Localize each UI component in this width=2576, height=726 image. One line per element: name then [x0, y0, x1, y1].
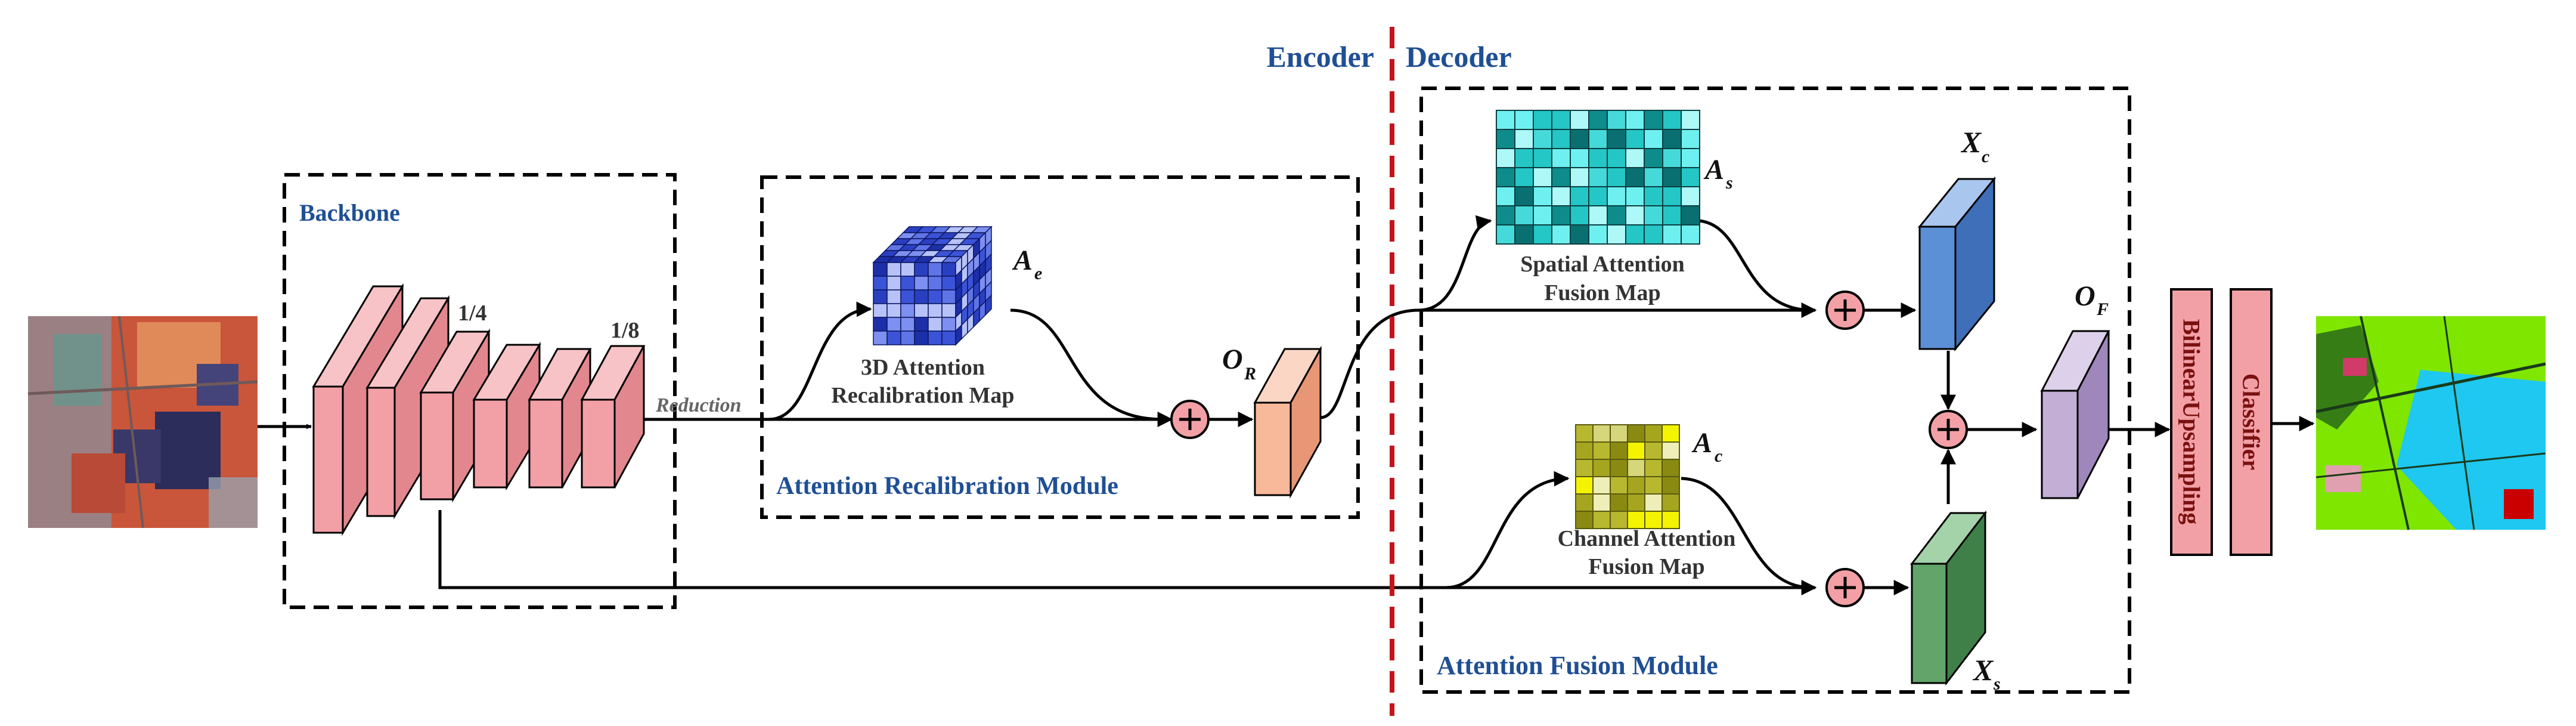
classifier-block: Classifier [2230, 288, 2273, 556]
svg-text:O: O [2075, 280, 2095, 312]
channel-label-line1: Channel Attention [1558, 526, 1736, 551]
fusion-sum-icon [1929, 410, 1968, 449]
svg-text:A: A [1012, 245, 1033, 276]
input-image [27, 316, 258, 529]
svg-text:e: e [1034, 264, 1042, 283]
arm-sum-icon [1170, 400, 1210, 439]
svg-text:X: X [1972, 653, 1994, 687]
channel-attention-grid [1575, 424, 1680, 529]
spatial-branch-up [1418, 215, 1492, 312]
svg-text:s: s [1725, 173, 1733, 193]
upsampling-block: BilinearUpsampling [2170, 288, 2213, 556]
attention-recalibration-cube [872, 225, 993, 346]
channel-label-line2: Fusion Map [1588, 554, 1704, 579]
of-feature-block [2040, 330, 2110, 499]
spatial-label-line1: Spatial Attention [1520, 252, 1685, 277]
symbol-xs: X s [1972, 653, 2001, 694]
spatial-branch-down [1698, 219, 1813, 312]
classifier-label: Classifier [2238, 373, 2265, 470]
svg-text:c: c [1982, 147, 1989, 166]
spatial-attention-grid [1496, 110, 1700, 245]
upsampling-label: BilinearUpsampling [2178, 319, 2205, 525]
spatial-sum-icon [1825, 291, 1865, 330]
svg-text:O: O [1222, 344, 1243, 375]
symbol-as: A s [1703, 154, 1733, 193]
decoder-label: Decoder [1406, 40, 1512, 73]
svg-text:F: F [2096, 299, 2109, 319]
afm-label: Attention Fusion Module [1437, 651, 1718, 680]
scale-quarter-label: 1/4 [458, 301, 487, 326]
channel-sum-icon [1825, 568, 1865, 607]
symbol-ac: A c [1691, 427, 1722, 466]
svg-text:A: A [1703, 154, 1724, 186]
channel-branch-up [1445, 471, 1570, 589]
backbone-block-3 [419, 328, 491, 503]
xs-feature-block [1909, 510, 1988, 686]
map3d-label-line2: Recalibration Map [831, 383, 1014, 408]
svg-text:A: A [1691, 427, 1712, 459]
arm-box [760, 175, 1360, 519]
output-segmentation-map [2315, 316, 2546, 530]
afm-box [1419, 86, 2131, 694]
backbone-block-5 [528, 348, 592, 489]
scale-eighth-label: 1/8 [610, 318, 640, 343]
svg-text:c: c [1715, 446, 1722, 466]
arm-label: Attention Recalibration Module [776, 472, 1118, 500]
arm-branch-up [768, 301, 872, 421]
symbol-or: O R [1222, 344, 1256, 384]
backbone-blocks [312, 283, 646, 536]
symbol-of: O F [2075, 280, 2109, 319]
channel-branch-down [1681, 477, 1813, 589]
backbone-block-4 [472, 341, 541, 491]
skip-connection-line [438, 510, 1446, 589]
backbone-block-6 [580, 345, 646, 489]
svg-text:X: X [1960, 125, 1982, 159]
arm-branch-down [1010, 308, 1163, 421]
backbone-box [283, 173, 677, 609]
svg-text:R: R [1244, 364, 1256, 384]
reduction-label: Reduction [655, 394, 742, 416]
symbol-ae: A e [1012, 245, 1042, 283]
svg-text:s: s [1993, 674, 2001, 694]
xc-feature-block [1917, 176, 1997, 352]
or-feature-block [1253, 345, 1322, 499]
backbone-label: Backbone [299, 199, 400, 226]
spatial-label-line2: Fusion Map [1544, 280, 1660, 305]
map3d-label-line1: 3D Attention [861, 355, 985, 380]
symbol-xc: X c [1960, 125, 1989, 166]
encoder-label: Encoder [1266, 40, 1374, 73]
or-to-decoder-line [1320, 308, 1455, 419]
